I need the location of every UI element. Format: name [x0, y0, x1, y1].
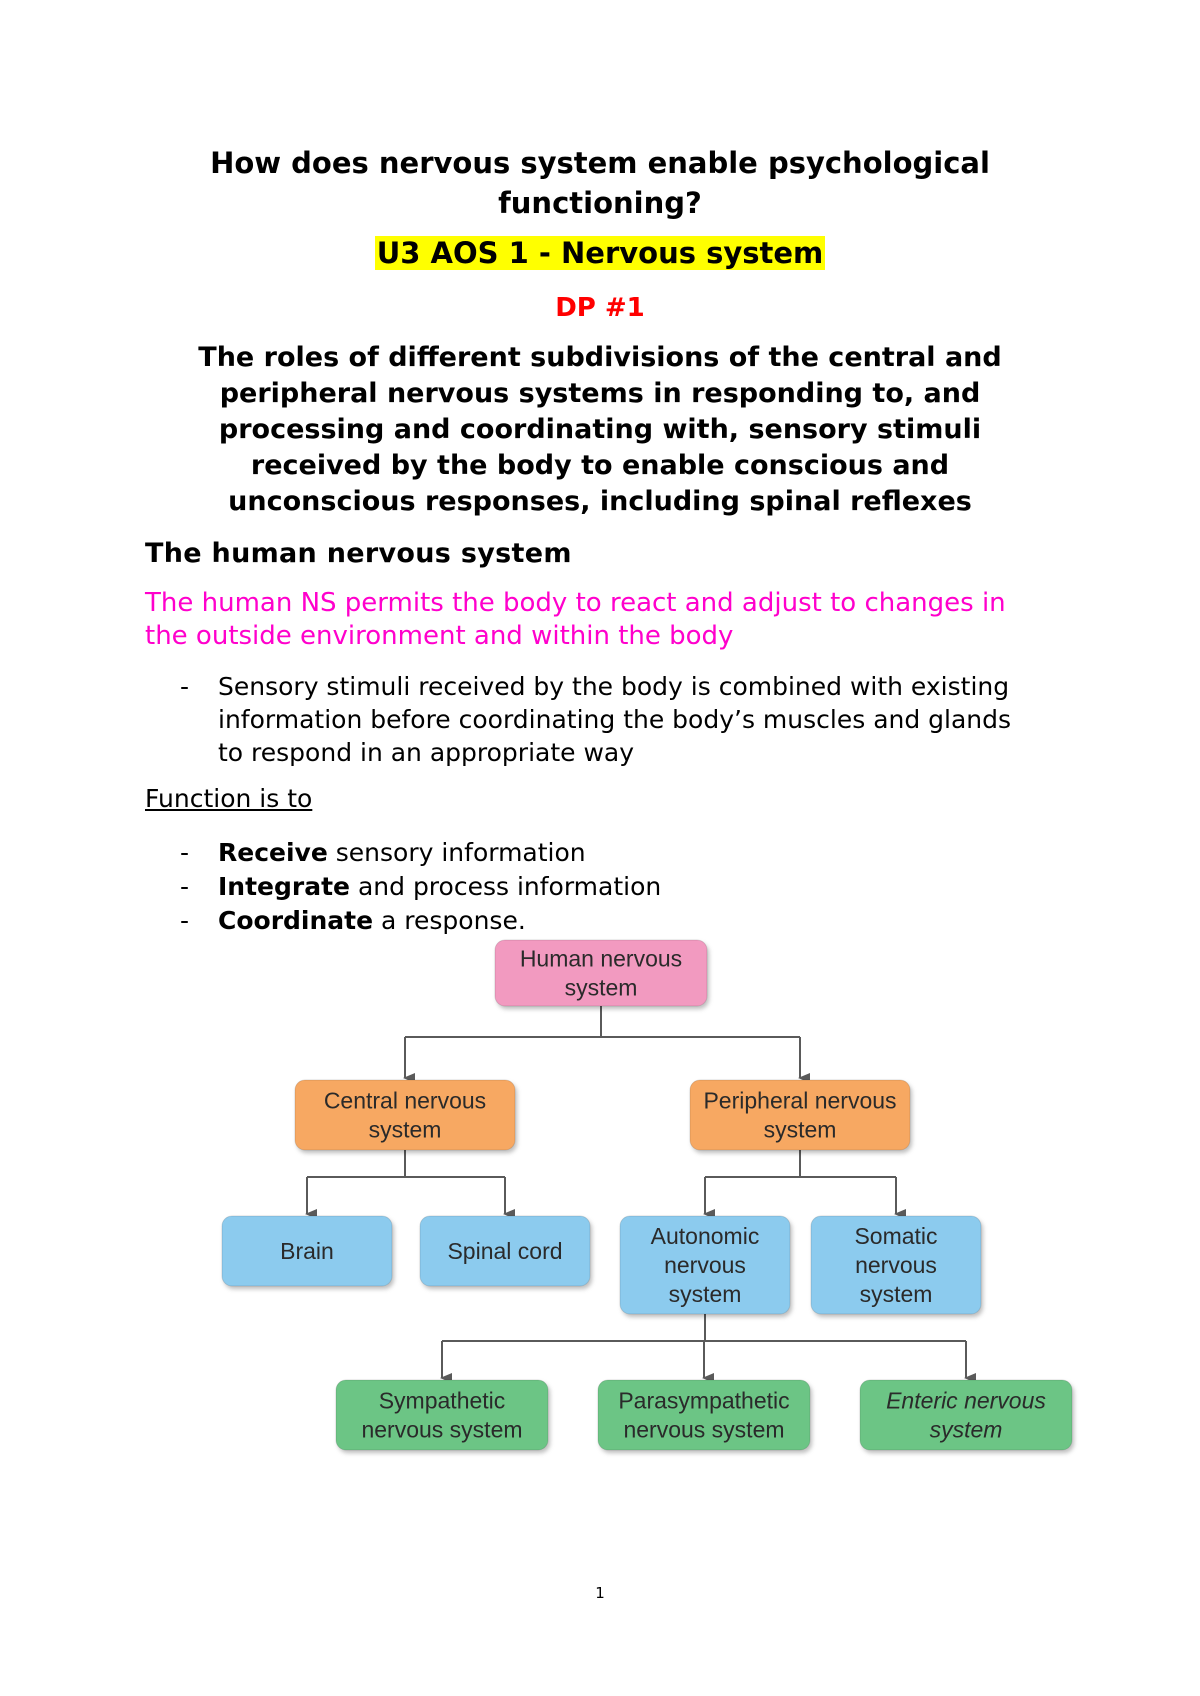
pink-statement: The human NS permits the body to react a…: [145, 587, 1006, 653]
node-label: Central nervous: [324, 1088, 486, 1114]
node-brain: Brain: [221, 1215, 393, 1287]
bullet-dash: -: [180, 838, 190, 867]
function-rest: and process information: [350, 872, 662, 901]
section-heading: The human nervous system: [145, 538, 572, 569]
dp-description: The roles of different subdivisions of t…: [0, 340, 1200, 520]
node-enteric: Enteric nervous system: [859, 1379, 1073, 1451]
node-label: nervous system: [623, 1417, 784, 1443]
node-hns: Human nervous system: [494, 939, 708, 1007]
node-box: [597, 1379, 811, 1451]
pink-statement-line: the outside environment and within the b…: [145, 621, 734, 651]
node-label: Somatic: [854, 1223, 937, 1249]
pink-statement-line: The human NS permits the body to react a…: [145, 588, 1006, 618]
bullet-line: Sensory stimuli received by the body is …: [218, 672, 1010, 701]
function-verb: Receive: [218, 838, 328, 867]
title-line-2: functioning?: [498, 186, 702, 220]
title-line-1: How does nervous system enable psycholog…: [210, 146, 990, 180]
function-verb: Integrate: [218, 872, 351, 901]
node-label: nervous: [664, 1252, 746, 1278]
node-label: system: [369, 1117, 442, 1143]
node-pns: Peripheral nervous system: [689, 1079, 911, 1151]
node-label: system: [764, 1117, 837, 1143]
node-label: Peripheral nervous: [703, 1088, 896, 1114]
node-cns: Central nervous system: [294, 1079, 516, 1151]
node-box: [494, 939, 708, 1007]
node-label: system: [669, 1281, 742, 1307]
node-box: [689, 1079, 911, 1151]
node-box: [810, 1215, 982, 1315]
dp-description-line: The roles of different subdivisions of t…: [198, 342, 1002, 373]
node-box: [221, 1215, 393, 1287]
node-sympathetic: Sympathetic nervous system: [335, 1379, 549, 1451]
list-item: -Coordinate a response.: [180, 904, 661, 938]
node-label: system: [930, 1417, 1003, 1443]
unit-heading: U3 AOS 1 - Nervous system: [374, 236, 826, 270]
bullet-dash: -: [180, 872, 190, 901]
node-autonomic: Autonomic nervous system: [619, 1215, 791, 1315]
function-rest: sensory information: [327, 838, 586, 867]
function-rest: a response.: [373, 906, 526, 935]
node-label: Sympathetic: [379, 1388, 506, 1414]
dp-description-line: processing and coordinating with, sensor…: [218, 414, 982, 445]
intro-bullet-list: - Sensory stimuli received by the body i…: [180, 670, 1011, 769]
page-number: 1: [595, 1584, 605, 1602]
node-label: Human nervous: [520, 946, 682, 972]
bullet-line: to respond in an appropriate way: [218, 738, 635, 767]
unit-heading-wrap: U3 AOS 1 - Nervous system: [0, 235, 1200, 271]
node-label: system: [565, 975, 638, 1001]
bullet-line: information before coordinating the body…: [218, 705, 1012, 734]
dp-label: DP #1: [555, 293, 645, 323]
function-heading: Function is to: [145, 784, 313, 813]
list-item: -Integrate and process information: [180, 870, 661, 904]
function-list: -Receive sensory information -Integrate …: [180, 836, 661, 938]
list-item: -Receive sensory information: [180, 836, 661, 870]
node-box: [619, 1215, 791, 1315]
node-label: Parasympathetic: [618, 1388, 789, 1414]
node-label: system: [860, 1281, 933, 1307]
document-title: How does nervous system enable psycholog…: [0, 143, 1200, 223]
node-box: [419, 1215, 591, 1287]
node-box: [294, 1079, 516, 1151]
node-label: Spinal cord: [447, 1238, 562, 1264]
node-label: nervous: [855, 1252, 937, 1278]
node-box: [335, 1379, 549, 1451]
bullet-dash: -: [180, 672, 190, 701]
dp-description-line: received by the body to enable conscious…: [250, 450, 950, 481]
dp-description-line: peripheral nervous systems in responding…: [219, 378, 981, 409]
list-item: - Sensory stimuli received by the body i…: [180, 670, 1011, 769]
bullet-dash: -: [180, 906, 190, 935]
node-label: Brain: [280, 1238, 334, 1264]
node-box: [859, 1379, 1073, 1451]
node-parasympathetic: Parasympathetic nervous system: [597, 1379, 811, 1451]
node-label: Autonomic: [651, 1223, 760, 1249]
node-label: Enteric nervous: [886, 1388, 1046, 1414]
node-somatic: Somatic nervous system: [810, 1215, 982, 1315]
dp-description-line: unconscious responses, including spinal …: [228, 486, 972, 517]
function-verb: Coordinate: [218, 906, 374, 935]
node-label: nervous system: [361, 1417, 522, 1443]
bullet-text: Sensory stimuli received by the body is …: [218, 670, 1011, 769]
diagram-connectors: [305, 1006, 976, 1383]
node-spinal: Spinal cord: [419, 1215, 591, 1287]
